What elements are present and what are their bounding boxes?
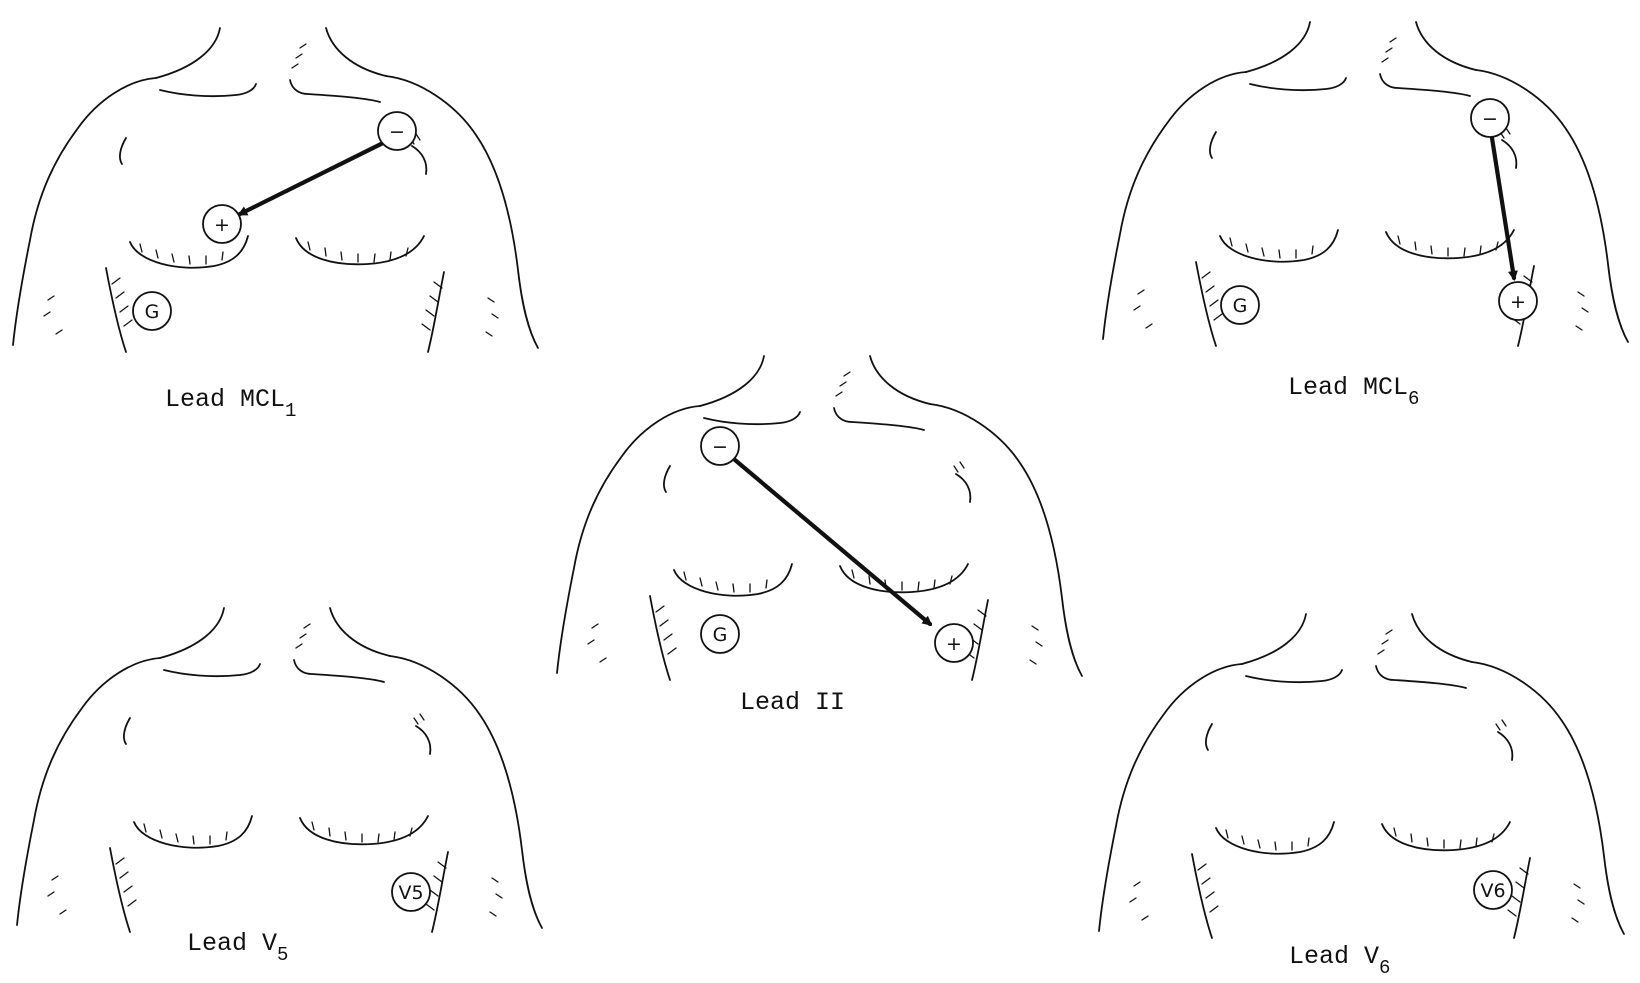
svg-text:G: G [713, 624, 728, 646]
svg-text:+: + [214, 214, 230, 236]
svg-text:−: − [1482, 108, 1498, 130]
svg-text:+: + [1510, 291, 1526, 313]
electrode-negative-lead-ii: − [701, 427, 739, 465]
svg-text:G: G [1233, 295, 1248, 317]
lead-vector-arrow-mcl1 [240, 142, 385, 214]
torso-outline-v6 [1099, 614, 1624, 938]
panel-lead-mcl1: − + G Lead MCL1 [13, 28, 538, 422]
electrode-v5: V5 [392, 873, 430, 911]
svg-text:−: − [389, 121, 405, 143]
caption-v6: Lead V6 [1289, 942, 1390, 979]
lead-vector-arrow-mcl6 [1492, 138, 1514, 278]
caption-mcl1: Lead MCL1 [165, 385, 296, 422]
electrode-v6: V6 [1474, 871, 1512, 909]
panel-lead-mcl6: − + G Lead MCL6 [1103, 22, 1628, 410]
caption-lead-ii: Lead II [740, 688, 845, 717]
electrode-positive-mcl6: + [1499, 282, 1537, 320]
torso-outline-mcl6 [1103, 22, 1628, 346]
svg-text:V6: V6 [1480, 880, 1505, 902]
svg-text:G: G [145, 301, 160, 323]
electrode-ground-lead-ii: G [701, 615, 739, 653]
svg-text:+: + [946, 633, 962, 655]
svg-text:−: − [712, 436, 728, 458]
caption-mcl6: Lead MCL6 [1288, 373, 1419, 410]
electrode-ground-mcl6: G [1221, 286, 1259, 324]
electrode-negative-mcl1: − [378, 112, 416, 150]
electrode-ground-mcl1: G [133, 292, 171, 330]
torso-outline-lead-ii [557, 356, 1082, 680]
panel-lead-v5: V5 Lead V5 [17, 608, 542, 966]
panel-lead-v6: V6 Lead V6 [1099, 614, 1624, 979]
electrode-negative-mcl6: − [1471, 99, 1509, 137]
lead-vector-arrow-lead-ii [735, 460, 930, 624]
electrode-positive-mcl1: + [203, 205, 241, 243]
caption-v5: Lead V5 [187, 929, 288, 966]
panel-lead-ii: − + G Lead II [557, 356, 1082, 717]
torso-outline-v5 [17, 608, 542, 932]
torso-outline-mcl1 [13, 28, 538, 352]
svg-text:V5: V5 [398, 882, 423, 904]
electrode-positive-lead-ii: + [935, 624, 973, 662]
